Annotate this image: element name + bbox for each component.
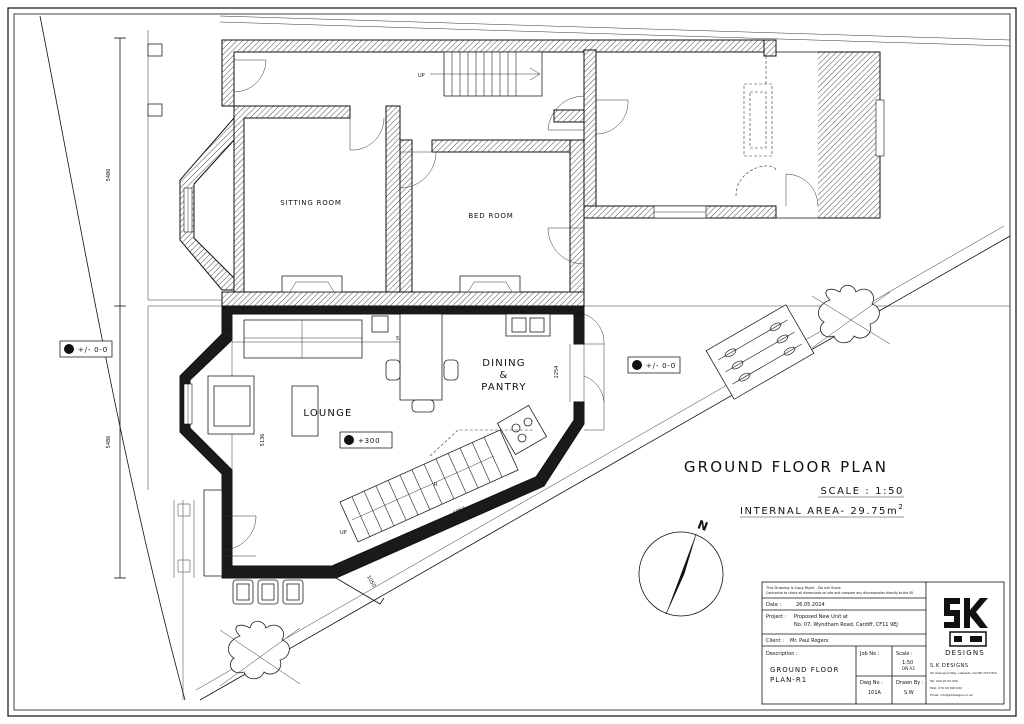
tb-client-label: Client : — [766, 638, 784, 644]
dim-left-lower: 5486 — [106, 436, 112, 449]
tree-bottom-left — [219, 620, 301, 687]
sheet-border-inner — [13, 13, 1011, 711]
stair-r-label: R — [434, 482, 438, 488]
bins — [232, 579, 304, 605]
tb-dwg-label: Dwg No : — [860, 680, 883, 686]
dim-lounge-height: 5136 — [260, 434, 266, 447]
stair-up-label-bottom: UP — [340, 530, 347, 536]
plan-internal-area: INTERNAL AREA- 29.75m2 — [740, 503, 904, 517]
tb-scale-label: Scale : — [896, 651, 913, 657]
lounge-furniture: LOUNGE 5136 5907 — [207, 315, 440, 447]
bike-rack — [705, 304, 815, 400]
tb-mob: Mob: 079 00 000 000 — [930, 686, 962, 690]
dining-furniture: DINING & PANTRY — [385, 313, 551, 456]
top-stair: UP — [418, 51, 543, 97]
room-label-dining-amp: & — [500, 370, 509, 381]
tb-dwg-value: 101A — [868, 690, 882, 696]
tb-job-label: Job No : — [859, 651, 880, 657]
pantry-doors: 2254 — [554, 313, 605, 431]
dim-bottom-diag: 1050 — [365, 574, 377, 588]
svg-text:+300: +300 — [358, 437, 380, 445]
level-marker-lounge: +300 — [339, 431, 393, 449]
room-label-pantry: PANTRY — [481, 382, 526, 393]
tb-client-value: Mr. Paul Rogers — [790, 638, 829, 644]
title-block: This Drawing is Copy Right - Do not Scal… — [761, 581, 1005, 705]
tb-project-label: Project : — [766, 614, 787, 620]
tb-date-label: Date : — [766, 602, 782, 608]
tb-date-value: 26.05.2024 — [796, 602, 825, 608]
tb-logo-text: DESIGNS — [945, 649, 985, 657]
sheet-border-outer — [7, 7, 1017, 717]
tb-project-line2: No. 07, Wyndham Road, Cardiff, CF11 9EJ — [794, 622, 898, 628]
tb-description-line1: GROUND FLOOR — [770, 666, 839, 674]
dim-pantry-side: 2254 — [554, 366, 560, 379]
entrance-porch — [173, 489, 257, 578]
tb-address: 99, Kleinwood Way, Lakeside, Cardiff, CF… — [930, 671, 997, 675]
room-label-dining: DINING — [482, 358, 526, 369]
tb-tel: Tel: 029 20 00 000 — [929, 679, 958, 683]
tb-drawn-label: Drawn By : — [896, 680, 924, 686]
tb-scale-paper: ON A3 — [902, 666, 915, 671]
dim-left-upper: 5486 — [106, 169, 112, 182]
north-label: N — [696, 517, 710, 534]
sk-designs-logo — [944, 598, 988, 647]
tb-notes-line2: Contractor to check all dimensions on si… — [766, 591, 914, 595]
north-arrow: N — [638, 517, 724, 617]
left-dimension: 5486 5486 — [106, 37, 126, 579]
new-extension-walls — [179, 305, 585, 579]
level-marker-left: +/- 0-0 — [59, 340, 113, 358]
tb-description-line2: PLAN-R1 — [770, 676, 807, 684]
plan-scale: SCALE : 1:50 — [821, 486, 904, 497]
tb-drawn-value: S.W — [904, 690, 914, 696]
tb-project-line1: Proposed New Unit at — [794, 614, 848, 620]
room-label-lounge: LOUNGE — [303, 408, 352, 419]
bottom-stair: UP R 5952 — [339, 429, 534, 543]
tb-scale-value: 1:50 — [902, 660, 913, 666]
tb-description-label: Description : — [766, 651, 798, 657]
plan-title: GROUND FLOOR PLAN — [684, 458, 888, 476]
existing-walls — [147, 39, 885, 307]
room-label-bed-room: BED ROOM — [468, 212, 513, 220]
tree-top-right — [811, 284, 891, 349]
tb-notes-line1: This Drawing is Copy Right - Do not Scal… — [765, 586, 841, 590]
bottom-diagonal-dimension: 1050 — [335, 574, 385, 605]
dim-stair-length: 5952 — [453, 506, 467, 517]
stair-up-label-top: UP — [418, 73, 425, 79]
svg-text:+/- 0-0: +/- 0-0 — [78, 346, 108, 354]
svg-text:+/- 0-0: +/- 0-0 — [646, 362, 676, 370]
room-label-sitting-room: SITTING ROOM — [280, 199, 341, 207]
level-marker-right: +/- 0-0 — [627, 356, 681, 374]
tb-company: S.K DESIGNS — [930, 663, 969, 669]
tb-email: Email: info@skdesigns.co.uk — [930, 693, 973, 697]
